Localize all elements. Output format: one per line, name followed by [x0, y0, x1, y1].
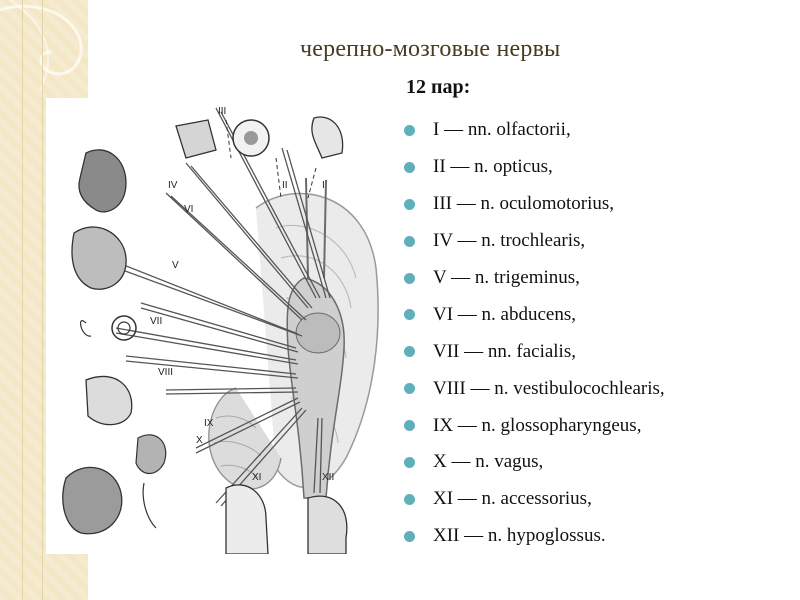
list-item: IV — n. trochlearis, [404, 223, 665, 260]
bullet-icon [404, 493, 415, 505]
list-item: XI — n. accessorius, [404, 481, 665, 518]
bullet-icon [404, 383, 415, 395]
label-IV: IV [168, 180, 178, 191]
semicircular-canal-icon [79, 320, 92, 337]
face-profile-icon [85, 375, 133, 426]
label-XI: XI [252, 472, 261, 483]
nerve-label: VI — n. abducens, [433, 303, 576, 325]
orbit-muscles-icon [175, 119, 217, 159]
head-profile-icon [71, 226, 127, 290]
nerve-label: IX — n. glossopharyngeus, [433, 414, 642, 436]
label-III: III [218, 106, 226, 117]
list-item: IX — n. glossopharyngeus, [404, 407, 665, 444]
bullet-icon [404, 530, 415, 542]
list-item: VII — nn. facialis, [404, 333, 665, 370]
bullet-icon [404, 346, 415, 358]
side-divider-line [22, 0, 23, 600]
list-item: III — n. oculomotorius, [404, 186, 665, 223]
pons-shape [295, 312, 341, 354]
label-II: II [282, 180, 288, 191]
nerve-label: VII — nn. facialis, [433, 340, 576, 362]
neck-profile-icon [225, 484, 269, 554]
nerve-label: II — n. opticus, [433, 156, 553, 178]
tongue-profile-icon [307, 495, 348, 554]
nerve-label: X — n. vagus, [433, 451, 544, 473]
vagus-branch-icon [142, 482, 157, 529]
list-item: V — n. trigeminus, [404, 260, 665, 297]
cochlea-inner-icon [117, 321, 131, 335]
cerebellum-shape [208, 387, 282, 490]
list-item: XII — n. hypoglossus. [404, 518, 665, 555]
nerve-label: XI — n. accessorius, [433, 488, 592, 510]
slide-title: черепно-мозговые нервы [300, 36, 561, 62]
head-profile-icon [78, 149, 127, 213]
bullet-icon [404, 420, 415, 432]
viscera-icon [62, 466, 123, 535]
label-VII: VII [150, 316, 162, 327]
label-VI: VI [184, 204, 193, 215]
pairs-heading: 12 пар: [406, 76, 471, 98]
list-item: I — nn. olfactorii, [404, 112, 665, 149]
nerve-label: V — n. trigeminus, [433, 267, 580, 288]
list-item: VI — n. abducens, [404, 296, 665, 333]
olfactory-tract [305, 177, 327, 279]
list-item: II — n. opticus, [404, 149, 665, 186]
cochlea-icon [111, 315, 137, 341]
bullet-icon [404, 272, 415, 284]
label-XII: XII [322, 472, 334, 483]
list-item: VIII — n. vestibulocochlearis, [404, 370, 665, 407]
brain-gyri [275, 224, 357, 444]
bullet-icon [404, 161, 415, 173]
nerve-label: VIII — n. vestibulocochlearis, [433, 377, 665, 399]
bullet-icon [404, 198, 415, 210]
side-divider-line [42, 0, 43, 600]
heart-icon [135, 434, 167, 475]
nerve-labels: III IV VI II I V VII VIII IX X XI XII [150, 106, 334, 483]
label-IX: IX [204, 418, 214, 429]
nerve-label: I — nn. olfactorii, [433, 119, 571, 141]
nose-icon [311, 116, 344, 159]
label-leader-lines [225, 119, 317, 199]
bullet-icon [404, 124, 415, 136]
bullet-icon [404, 456, 415, 468]
label-I: I [322, 180, 325, 191]
label-X: X [196, 435, 203, 446]
cranial-nerve-list: I — nn. olfactorii, II — n. opticus, III… [404, 112, 665, 555]
cranial-nerves-illustration: III IV VI II I V VII VIII IX X XI XII [46, 98, 380, 554]
swirl-ornament-icon [0, 0, 83, 91]
bullet-icon [404, 309, 415, 321]
nerve-label: XII — n. hypoglossus. [433, 525, 606, 547]
label-VIII: VIII [158, 367, 173, 378]
bullet-icon [404, 235, 415, 247]
pupil-icon [244, 131, 258, 145]
nerve-label: III — n. oculomotorius, [433, 193, 615, 215]
nerve-label: IV — n. trochlearis, [433, 230, 586, 252]
list-item: X — n. vagus, [404, 444, 665, 481]
label-V: V [172, 260, 179, 271]
